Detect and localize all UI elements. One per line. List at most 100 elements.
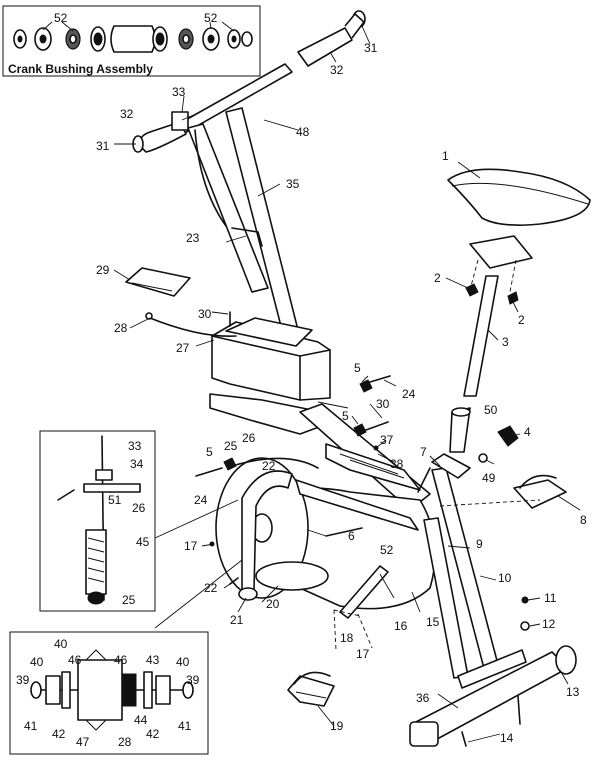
front-leg [241,470,293,591]
part-label-47: 47 [76,735,90,749]
part-label-32a: 32 [330,63,344,77]
part-label-17b: 17 [356,647,370,661]
seat-post [463,275,499,397]
part-label-30a: 30 [198,307,212,321]
crank-bushing-inset [2,5,261,77]
part-label-39a: 39 [16,673,30,687]
part-label-4: 4 [524,425,531,439]
part-label-23: 23 [186,231,200,245]
hardware [195,283,530,747]
part-label-52a: 52 [54,11,68,25]
seat-adjust-block [431,453,471,479]
part-label-6: 6 [348,529,355,543]
part-label-44: 44 [134,713,148,727]
seat-knob [497,425,519,447]
part-label-11: 11 [544,591,557,605]
part-label-5a: 5 [354,361,361,375]
part-label-31b: 31 [96,139,110,153]
part-label-9: 9 [476,537,483,551]
part-label-31a: 31 [364,41,378,55]
part-label-26a: 26 [242,431,256,445]
part-label-15: 15 [426,615,440,629]
part-label-28a: 28 [114,321,128,335]
part-label-33a: 33 [172,85,186,99]
crank-hub [77,659,123,721]
part-label-24a: 24 [402,387,416,401]
part-label-52b: 52 [204,11,218,25]
part-label-25b: 25 [122,593,136,607]
part-label-35: 35 [286,177,300,191]
part-label-12: 12 [542,617,556,631]
part-label-36: 36 [416,691,430,705]
part-label-7: 7 [420,445,427,459]
part-label-40a: 40 [54,637,68,651]
part-label-17a: 17 [184,539,198,553]
part-label-34: 34 [130,457,144,471]
part-label-29: 29 [96,263,110,277]
tension-cable-inset-frame [39,430,156,612]
stabilizer-left-cap [409,721,439,747]
part-label-49: 49 [482,471,496,485]
part-label-13: 13 [566,685,580,699]
seat-assembly [447,168,591,463]
part-label-42b: 42 [146,727,160,741]
part-label-27: 27 [176,341,190,355]
part-label-40b: 40 [30,655,44,669]
part-label-2a: 2 [434,271,441,285]
part-label-37: 37 [380,433,394,447]
right-grip [297,27,353,67]
part-label-30b: 30 [376,397,390,411]
part-label-3: 3 [502,335,509,349]
part-label-16: 16 [394,619,408,633]
part-label-24b: 24 [194,493,208,507]
crank-axle-inset [9,631,209,755]
part-label-42a: 42 [52,727,66,741]
part-label-26b: 26 [132,501,146,515]
flywheel [255,561,329,591]
foot-plate [325,443,421,491]
part-label-52c: 52 [380,543,394,557]
part-label-18: 18 [340,631,354,645]
part-label-40c: 40 [176,655,190,669]
crank-arm [339,565,389,619]
part-label-19: 19 [330,719,344,733]
part-label-5c: 5 [206,445,213,459]
part-label-41a: 41 [24,719,38,733]
part-label-22a: 22 [262,459,276,473]
part-label-22b: 22 [204,581,218,595]
part-label-10: 10 [498,571,512,585]
seat [447,168,591,226]
crank-axle-inset-frame [9,631,209,755]
part-label-32b: 32 [120,107,134,121]
crank-bushing-parts [13,25,253,53]
handlebar-assembly [132,10,366,335]
part-label-50: 50 [484,403,498,417]
main-frame [209,393,577,747]
part-label-28b: 28 [118,735,132,749]
stem-clamp [171,111,189,131]
part-label-25a: 25 [224,439,238,453]
part-label-14: 14 [500,731,514,745]
part-label-51: 51 [108,493,122,507]
seat-bracket [469,235,533,269]
handlebar-tube [187,123,269,293]
stabilizer-right-cap [555,645,577,675]
console-parts [125,267,331,401]
part-label-8: 8 [580,513,587,527]
left-pedal [287,675,335,707]
part-label-43: 43 [146,653,160,667]
part-label-5b: 5 [342,409,349,423]
part-label-46b: 46 [114,653,128,667]
part-label-39b: 39 [186,673,200,687]
part-label-2b: 2 [518,313,525,327]
part-label-38: 38 [390,457,404,471]
part-label-20: 20 [266,597,280,611]
inset-title: Crank Bushing Assembly [8,62,153,76]
part-label-48: 48 [296,125,310,139]
part-number-labels: 52 52 31 32 33 32 48 31 35 23 29 30 28 2… [16,11,587,749]
part-label-46a: 46 [68,653,82,667]
tension-cable-inset [39,430,156,612]
part-label-1: 1 [442,149,449,163]
